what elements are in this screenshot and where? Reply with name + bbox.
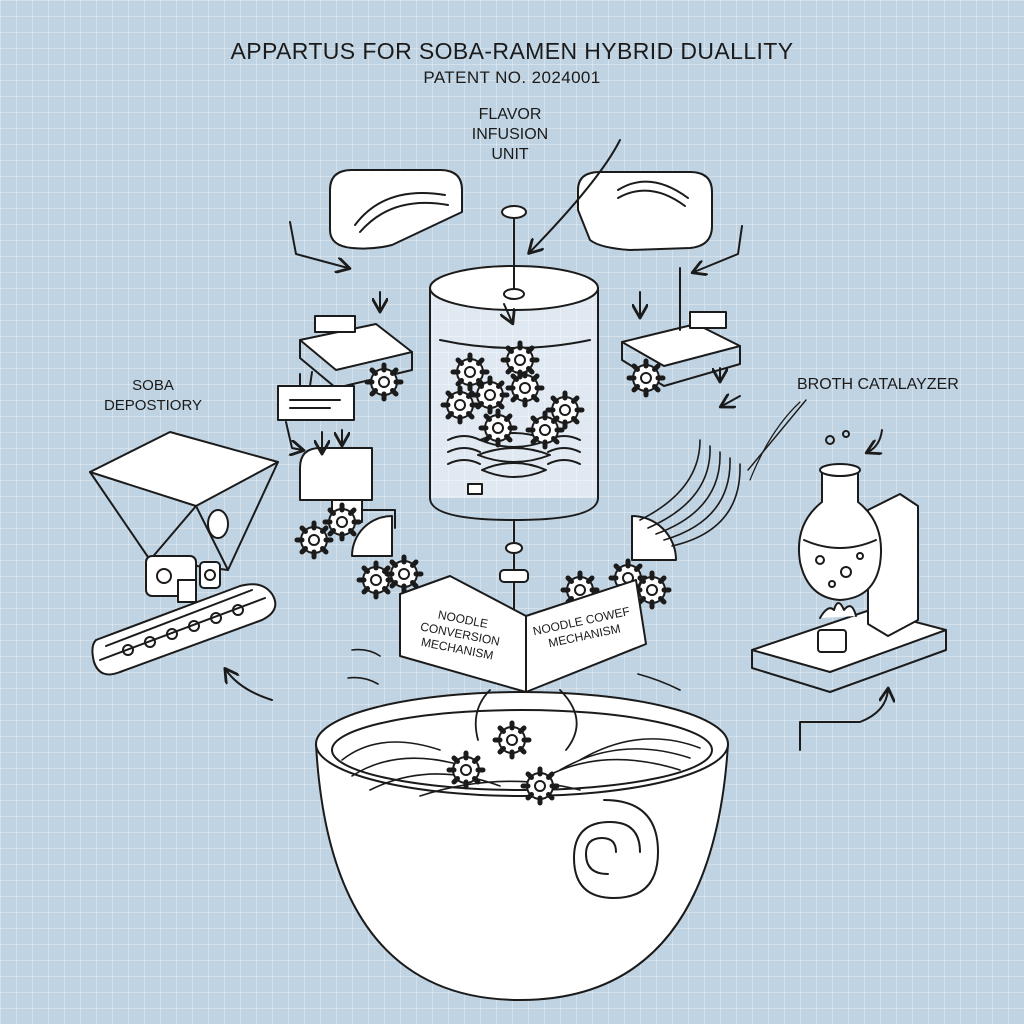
label-flavor-infusion-unit: FLAVOR INFUSION UNIT (471, 106, 549, 163)
label-broth-catalyzer: BROTH CATALAYZER (797, 376, 959, 393)
top-right-pad (577, 171, 713, 251)
patent-title: APPARTUS FOR SOBA-RAMEN HYBRID DUALLITY (230, 38, 794, 64)
label-soba-depository: SOBA DEPOSTIORY (103, 377, 203, 414)
right-arm (563, 439, 741, 607)
left-module-lower (277, 371, 355, 421)
conveyor-belt (91, 583, 277, 676)
broth-catalyzer (751, 430, 947, 693)
soba-depository-hopper (89, 431, 279, 603)
left-module-upper (299, 315, 413, 399)
patent-number: PATENT NO. 2024001 (423, 68, 601, 87)
flow-arrows (226, 139, 888, 751)
left-arm (297, 447, 421, 597)
right-module (621, 267, 741, 395)
mechanism-boxes (399, 575, 647, 693)
ramen-bowl (315, 689, 729, 1001)
top-left-pad (329, 169, 463, 250)
flavor-infusion-cylinder (429, 205, 599, 641)
